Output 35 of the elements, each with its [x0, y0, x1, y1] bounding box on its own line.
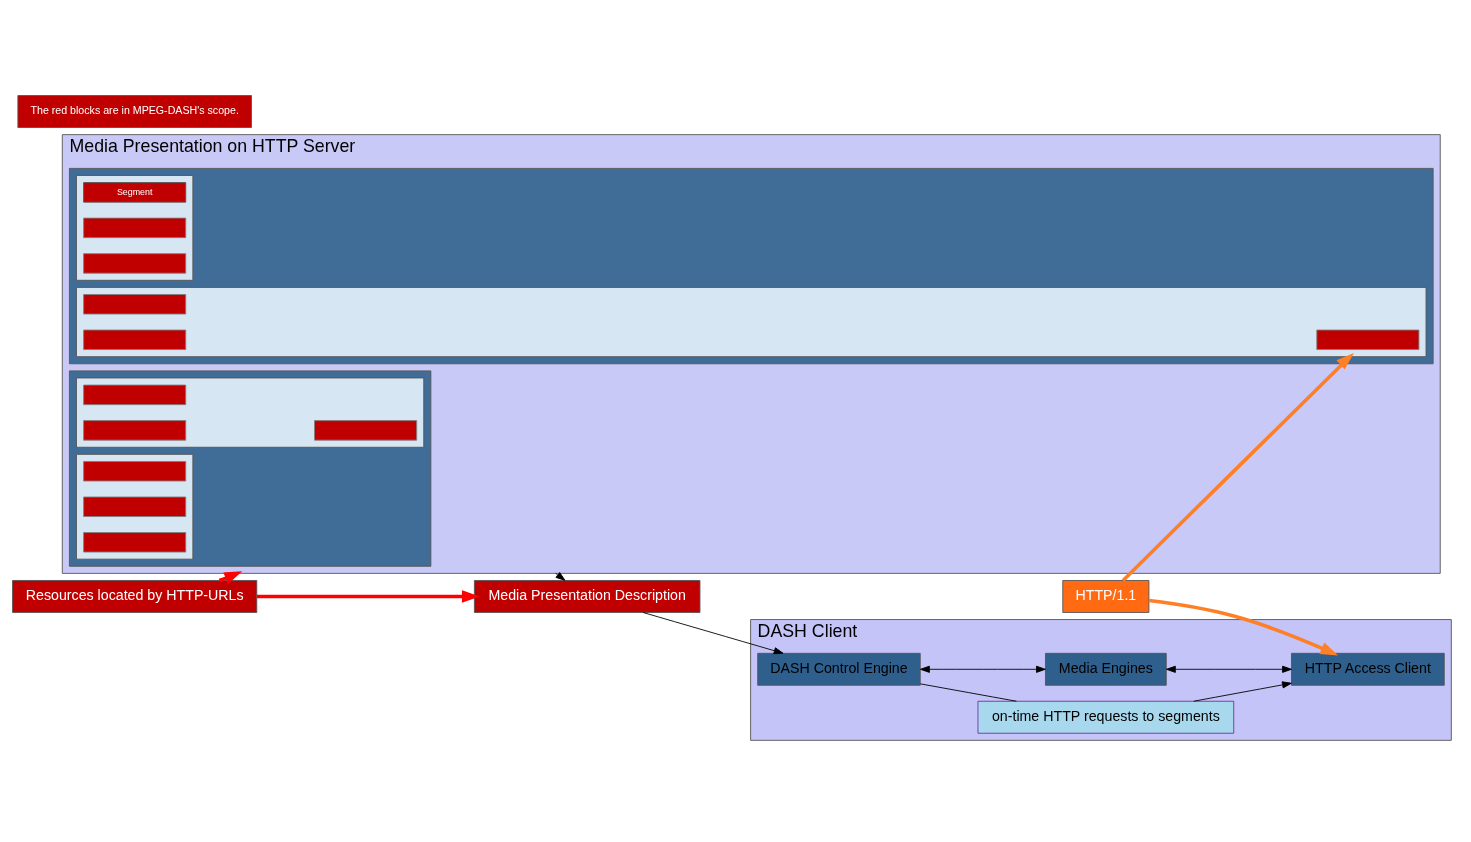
- arrow: [1166, 665, 1292, 673]
- node-bar: [83, 496, 187, 517]
- node-box: HTTP/1.1: [1062, 579, 1150, 613]
- node-box: Media Presentation Description: [473, 579, 701, 613]
- node-box: The red blocks are in MPEG-DASH's scope.: [17, 94, 252, 128]
- node-bar: [83, 217, 187, 238]
- cluster: [76, 174, 194, 281]
- connector: [920, 682, 1017, 702]
- node-bar: [83, 531, 187, 552]
- node-bar: [314, 419, 418, 441]
- node-bar: [83, 384, 187, 405]
- cluster: [68, 167, 1434, 364]
- node-bar: [83, 329, 187, 350]
- cluster: [76, 453, 194, 560]
- node-bar: [83, 460, 187, 481]
- node-box: on-time HTTP requests to segments: [977, 700, 1235, 734]
- cluster: [76, 377, 425, 448]
- arrow: [642, 611, 784, 654]
- node-box: HTTP Access Client: [1291, 652, 1445, 686]
- cluster: [68, 369, 432, 567]
- node-box: Resources located by HTTP-URLs: [12, 579, 258, 613]
- node-box: DASH Control Engine: [757, 652, 921, 686]
- node-box: Segment: [83, 181, 187, 203]
- arrow: [555, 571, 566, 581]
- cluster: [76, 286, 1427, 357]
- node-bar: [83, 252, 187, 274]
- arrow: [920, 665, 1046, 673]
- node-bar: [83, 419, 187, 441]
- arrow: [1193, 680, 1292, 702]
- node-bar: [83, 293, 187, 314]
- arrow: [1121, 352, 1354, 582]
- node-box: Media Engines: [1045, 652, 1167, 686]
- arrow: [1148, 598, 1339, 655]
- arrow: [256, 589, 480, 603]
- node-bar: [1316, 329, 1420, 350]
